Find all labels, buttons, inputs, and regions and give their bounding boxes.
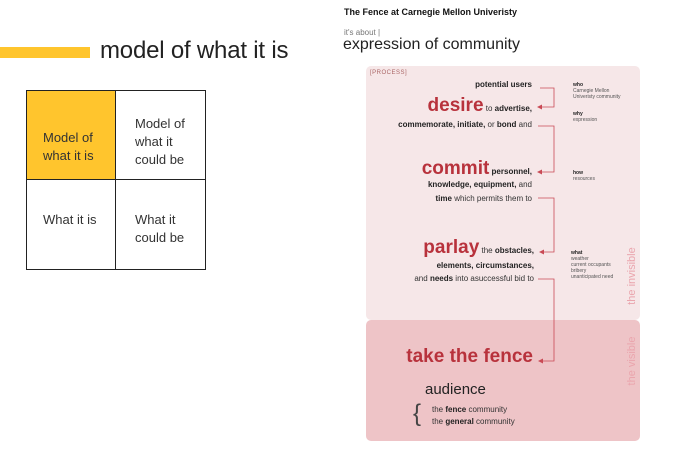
desire-or: or [485, 120, 497, 129]
cell-line: Model of [135, 116, 185, 131]
note-what: what weather current occupants bribery u… [571, 250, 613, 280]
about-label: it's about | [344, 28, 381, 37]
grid-cell-what-it-could-be: What it could be [116, 180, 205, 269]
commit-line: commit personnel, [380, 158, 532, 180]
invisible-panel [366, 66, 640, 320]
commit-personnel: personnel, [491, 167, 532, 176]
expression-heading: expression of community [343, 36, 520, 53]
note-line: Carnegie Mellon [573, 88, 610, 94]
commit-knowledge: knowledge, equipment, [427, 180, 517, 189]
commit-time: time [435, 194, 452, 203]
commit-line-3: time which permits them to [360, 194, 532, 203]
fence-community-line: the fence community [432, 405, 507, 414]
parlay-and: and [414, 274, 430, 283]
note-why: why expression [573, 111, 597, 123]
cell-line: what it [135, 134, 173, 149]
note-line: resources [573, 176, 595, 182]
parlay-obstacles: obstacles, [494, 246, 534, 255]
note-heading: who [573, 82, 583, 88]
note-who: who Carnegie Mellon Univeristy community [573, 82, 621, 100]
arrowhead-parlay [539, 249, 544, 255]
cell-line: Model of [43, 130, 93, 145]
model-grid: Model of what it is Model of what it cou… [26, 90, 206, 270]
note-line: bribery [571, 268, 587, 274]
desire-commemorate: commemorate, initiate, [398, 120, 486, 129]
desire-bond: bond [496, 120, 517, 129]
cell-line: What it [135, 212, 176, 227]
connector-desire-to-commit [538, 125, 555, 173]
community-word: community [466, 405, 508, 414]
parlay-line-2: elements, circumstances, [360, 261, 534, 270]
commit-and: and [516, 180, 532, 189]
parlay-needs: needs [429, 274, 454, 283]
brace-glyph: { [413, 400, 422, 427]
cell-line: what it is [43, 148, 94, 163]
desire-advertise: advertise, [494, 104, 532, 113]
commit-word: commit [421, 158, 490, 179]
commit-line-2: knowledge, equipment, and [360, 180, 532, 189]
note-line: unanticipated need [571, 274, 614, 280]
note-line: current occupants [571, 262, 611, 268]
fence-word: fence [445, 405, 467, 414]
the-word: the [432, 405, 446, 414]
the-word: the [432, 417, 446, 426]
note-line: Univeristy community [573, 94, 621, 100]
potential-users-text: potential users [475, 80, 532, 89]
parlay-word: parlay [423, 237, 480, 258]
commit-rest: which permits them to [451, 194, 532, 203]
process-label: [PROCESS] [370, 70, 408, 76]
desire-line-2: commemorate, initiate, or bond and [360, 120, 532, 129]
visible-panel [366, 320, 640, 441]
connector-commit-to-parlay [538, 197, 555, 253]
cell-line: could be [135, 152, 185, 167]
cell-line: What it is [43, 212, 97, 227]
grid-cell-model-of-what-it-could-be: Model of what it could be [116, 91, 205, 180]
note-heading: why [573, 111, 583, 117]
note-line: expression [573, 117, 598, 123]
left-heading: model of what it is [100, 37, 289, 64]
parlay-elements: elements, circumstances, [436, 261, 534, 270]
parlay-rest: into asuccessful bid to [453, 274, 534, 283]
grid-cell-what-it-is: What it is [27, 180, 116, 269]
fence-title: The Fence at Carnegie Mellon Univeristy [344, 7, 518, 17]
parlay-line: parlay the obstacles, [380, 237, 534, 259]
take-the-fence-text: take the fence [406, 346, 533, 367]
desire-word: desire [427, 95, 484, 116]
desire-and: and [516, 120, 532, 129]
arrowhead-take [538, 358, 543, 364]
cell-line: could be [135, 230, 185, 245]
general-community-line: the general community [432, 417, 515, 426]
note-heading: what [571, 250, 583, 256]
take-the-fence-line: take the fence [380, 346, 533, 368]
parlay-line-3: and needs into asuccessful bid to [360, 274, 534, 283]
connector-parlay-to-take [538, 278, 555, 362]
community-word: community [473, 417, 515, 426]
desire-line: desire to advertise, [380, 95, 532, 117]
parlay-the: the [479, 246, 495, 255]
note-how: how resources [573, 170, 595, 182]
connector-users-to-desire [540, 87, 555, 108]
arrowhead-desire [537, 104, 542, 110]
note-line: weather [571, 256, 589, 262]
note-heading: how [573, 170, 583, 176]
desire-to: to [483, 104, 495, 113]
general-word: general [445, 417, 474, 426]
arrowhead-commit [537, 169, 542, 175]
audience-heading: audience [425, 381, 486, 398]
yellow-accent-bar [0, 47, 90, 58]
grid-cell-model-of-what-it-is: Model of what it is [27, 91, 116, 180]
